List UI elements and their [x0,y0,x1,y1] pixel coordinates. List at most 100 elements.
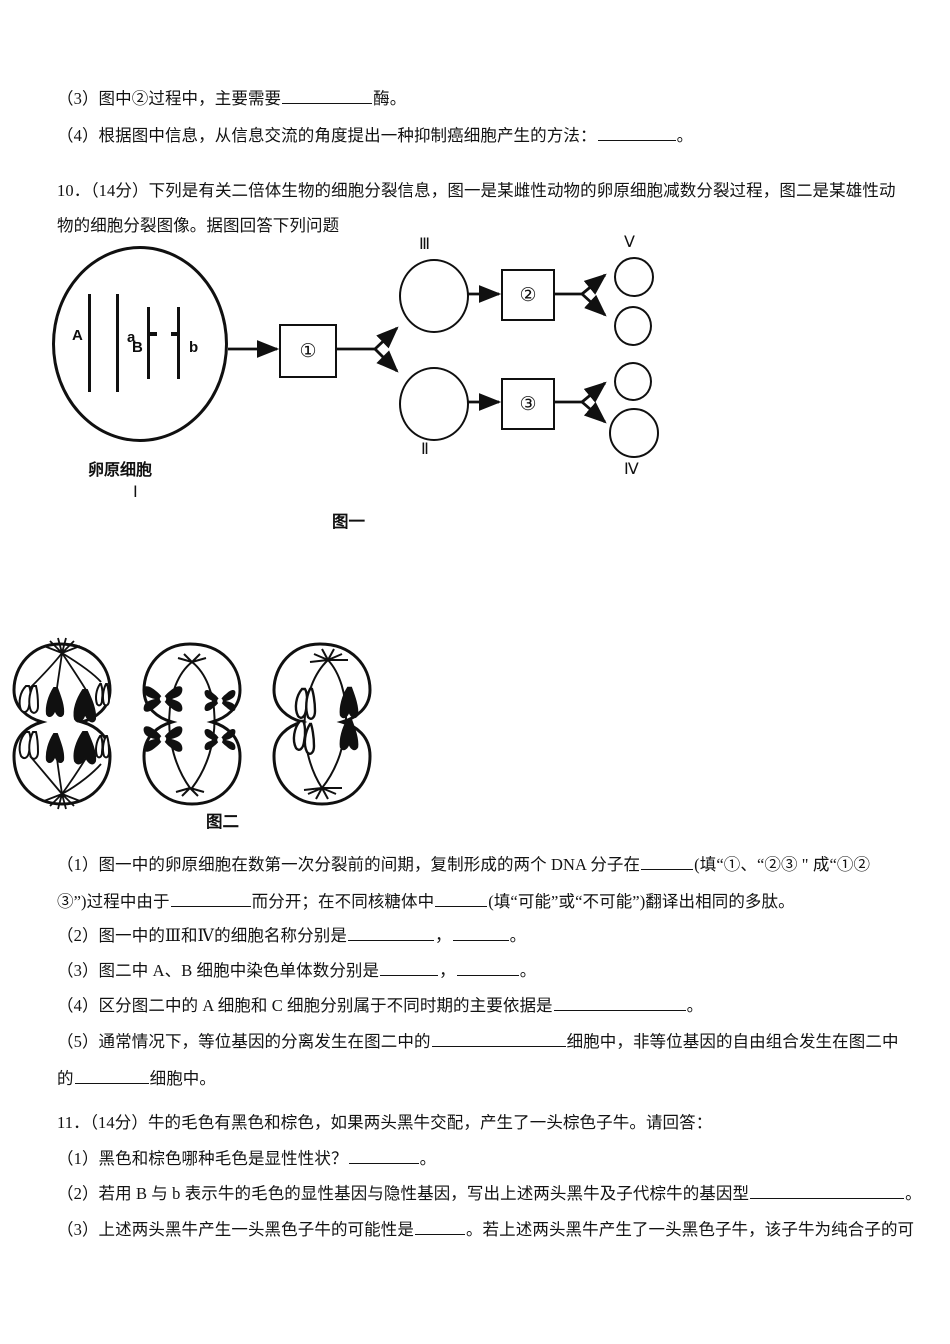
q10-1-t1: （1）图一中的卵原细胞在数第一次分裂前的间期，复制形成的两个 DNA 分子在 [57,855,641,874]
q10-2-t2: ， [434,926,452,945]
q11-3-blank[interactable] [414,1220,465,1235]
q9-4-blank[interactable] [597,126,676,141]
q11-2-t2: 。 [905,1184,922,1203]
q11-3-t2: 。若上述两头黑牛产生了一头黑色子牛，该子牛为纯合子的可 [465,1220,915,1239]
q10-5-t1: （5）通常情况下，等位基因的分离发生在图二中的 [57,1032,431,1051]
gene-label-a: a [127,329,136,346]
q10-1-t2: (填“①、“②③ " 成“①② [694,855,871,874]
figure2-cell-C-chromosomes [292,686,359,755]
label-III: Ⅲ [419,236,431,253]
q10-2-t1: （2）图一中的Ⅲ和Ⅳ的细胞名称分别是 [57,926,347,945]
question-10-stem-line1: 10．（14分）下列是有关二倍体生物的细胞分裂信息，图一是某雌性动物的卵原细胞减… [57,180,933,202]
chromosome-a [116,294,119,392]
q10-2-t3: 。 [509,926,527,945]
figure-1-caption: 图一 [332,512,365,531]
ovum-cell-circle: A a B b [52,246,228,442]
question-10-4: （4）区分图二中的 A 细胞和 C 细胞分别属于不同时期的主要依据是。 [57,995,933,1017]
q10-5-t3: 的 [57,1069,74,1088]
product-cell-polar-1 [614,306,652,346]
figure-1: A a B b 卵原细胞 Ⅰ ① Ⅲ Ⅱ ② ③ Ⅴ Ⅳ 图一 [0,232,950,532]
q11-3-t1: （3）上述两头黑牛产生一头黑色子牛的可能性是 [57,1220,414,1239]
figure2-cell-B-chromosomes [143,686,236,752]
q10-3-t2: ， [439,961,456,980]
q10-4-blank-1[interactable] [553,996,686,1011]
question-10-line2: 物的细胞分裂图像。据图回答下列问题 [57,216,340,235]
q10-1-blank-2[interactable] [170,892,251,907]
question-10-5-line1: （5）通常情况下，等位基因的分离发生在图二中的 细胞中，非等位基因的自由组合发生在… [57,1031,933,1053]
q11-2-blank[interactable] [750,1184,905,1199]
question-10-1-line2: ③”)过程中由于 而分开；在不同核糖体中 (填“可能”或“不可能”)翻译出相同的多肽… [57,891,933,913]
q9-3-blank[interactable] [282,89,373,104]
figure-2-caption: 图二 [206,812,239,831]
question-11-1: （1）黑色和棕色哪种毛色是显性性状？ 。 [57,1148,933,1170]
product-cell-polar-2 [614,362,652,401]
cell-circle-III [399,259,469,333]
question-9-3: （3）图中②过程中，主要需要 酶。 [57,88,933,110]
q11-2-t1: （2）若用 B 与 b 表示牛的毛色的显性基因与隐性基因，写出上述两头黑牛及子代… [57,1184,750,1203]
q10-5-blank-2[interactable] [74,1069,149,1084]
product-cell-IV [609,408,659,458]
q9-3-text-after: 酶。 [373,89,407,108]
question-9-4: （4）根据图中信息，从信息交流的角度提出一种抑制癌细胞产生的方法： 。 [57,125,933,147]
cell-circle-II [399,367,469,441]
chromosome-B [147,307,150,379]
product-cell-V [614,257,654,297]
question-10-3: （3）图二中 A、B 细胞中染色单体数分别是 ， 。 [57,960,933,982]
figure-1-arrows [228,273,607,424]
question-10-number: 10． [57,181,91,200]
question-10-line1: 下列是有关二倍体生物的细胞分裂信息，图一是某雌性动物的卵原细胞减数分裂过程，图二… [148,181,896,200]
q10-3-t3: 。 [519,961,537,980]
question-11-score: （14分） [89,1113,148,1132]
label-IV: Ⅳ [624,461,639,478]
q9-3-text-before: （3）图中②过程中，主要需要 [57,89,282,108]
chromosome-b [177,307,180,379]
question-11-number: 11． [57,1113,90,1132]
q10-1-blank-1[interactable] [641,855,694,870]
figure2-cell-A [12,642,112,806]
q11-1-t2: 。 [419,1149,437,1168]
gene-label-A: A [72,327,83,344]
centromere-B [149,332,157,336]
question-11-stem-text: 牛的毛色有黑色和棕色，如果两头黑牛交配，产生了一头棕色子牛。请回答： [147,1113,713,1132]
centromere-b [171,332,179,336]
process-box-3[interactable]: ③ [501,378,555,430]
q9-4-text-before: （4）根据图中信息，从信息交流的角度提出一种抑制癌细胞产生的方法： [57,126,597,145]
question-10-1-line1: （1）图一中的卵原细胞在数第一次分裂前的间期，复制形成的两个 DNA 分子在 (填… [57,854,933,876]
question-10-score: （14分） [90,181,149,200]
q10-1-t3: ③”)过程中由于 [57,892,170,911]
ovum-cell-name: 卵原细胞 [88,462,153,479]
q10-5-t2: 细胞中，非等位基因的自由组合发生在图二中 [566,1032,899,1051]
ovum-cell-roman-I: Ⅰ [133,484,138,501]
question-10-5-line2: 的 细胞中。 [57,1068,933,1090]
question-10-2: （2）图一中的Ⅲ和Ⅳ的细胞名称分别是 ， 。 [57,925,933,947]
q9-4-text-after: 。 [676,126,694,145]
q10-2-blank-2[interactable] [452,926,509,941]
q10-1-blank-3[interactable] [435,892,488,907]
question-11-stem: 11．（14分）牛的毛色有黑色和棕色，如果两头黑牛交配，产生了一头棕色子牛。请回… [57,1112,933,1134]
q10-3-blank-1[interactable] [380,961,439,976]
q11-1-t1: （1）黑色和棕色哪种毛色是显性性状？ [57,1149,348,1168]
question-10-stem-line2: 物的细胞分裂图像。据图回答下列问题 [57,215,933,237]
q10-4-t2: 。 [686,996,704,1015]
q10-3-t1: （3）图二中 A、B 细胞中染色单体数分别是 [57,961,380,980]
figure2-cell-C [272,642,372,806]
chromosome-A [88,294,91,392]
q11-1-blank[interactable] [348,1149,419,1164]
q10-1-t4: 而分开；在不同核糖体中 [251,892,435,911]
q10-5-blank-1[interactable] [431,1032,566,1047]
figure-2: 图二 [0,636,950,851]
q10-2-blank-1[interactable] [347,926,434,941]
q10-5-t4: 细胞中。 [149,1069,217,1088]
gene-label-B: B [132,339,143,356]
process-box-1[interactable]: ① [279,324,337,378]
gene-label-b: b [189,339,199,356]
q10-1-t5: (填“可能”或“不可能”)翻译出相同的多肽。 [488,892,795,911]
process-box-2[interactable]: ② [501,269,555,321]
q10-3-blank-2[interactable] [456,961,519,976]
figure2-cell-B [142,642,242,806]
label-V: Ⅴ [624,234,635,251]
label-II: Ⅱ [421,441,429,458]
question-11-2: （2）若用 B 与 b 表示牛的毛色的显性基因与隐性基因，写出上述两头黑牛及子代… [57,1183,933,1205]
question-11-3: （3）上述两头黑牛产生一头黑色子牛的可能性是 。若上述两头黑牛产生了一头黑色子牛，… [57,1219,933,1241]
